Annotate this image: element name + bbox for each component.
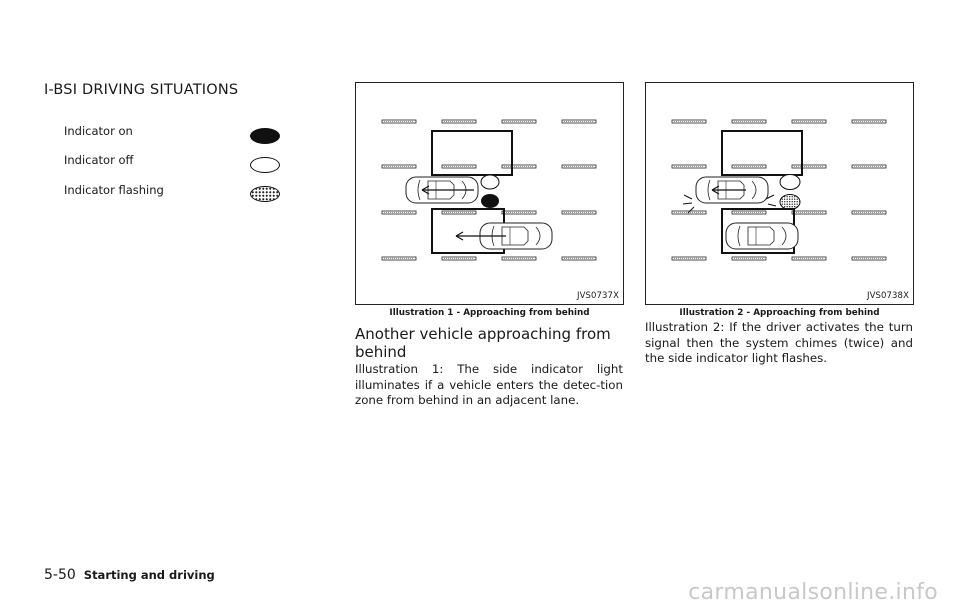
illustration-2-drawing xyxy=(671,119,887,261)
watermark: carmanualsonline.info xyxy=(688,580,938,605)
detection-zone-left xyxy=(431,130,513,176)
section-heading: I-BSI DRIVING SITUATIONS xyxy=(44,82,239,98)
indicator-on-icon xyxy=(250,128,280,144)
section-name: Starting and driving xyxy=(83,568,215,582)
turn-signal-rays xyxy=(682,194,777,214)
indicator-off-icon xyxy=(779,174,801,190)
paragraph-1: Illustration 1: The side indicator light… xyxy=(355,362,623,407)
indicator-flashing-icon xyxy=(779,194,801,210)
detection-zone-left xyxy=(721,130,803,176)
subheading: Another vehicle approaching from behind xyxy=(355,325,611,361)
legend-label-flashing: Indicator flashing xyxy=(64,183,164,197)
paragraph-2: Illustration 2: If the driver activates … xyxy=(645,320,913,365)
illustration-2: JVS0738X xyxy=(645,82,914,305)
approaching-vehicle xyxy=(725,222,799,250)
illustration-2-caption: Illustration 2 - Approaching from behind xyxy=(679,308,880,318)
illustration-1-caption: Illustration 1 - Approaching from behind xyxy=(389,308,590,318)
page-number: 5-50 xyxy=(44,567,76,583)
page-footer: 5-50 Starting and driving xyxy=(44,567,215,583)
illustration-1: JVS0737X xyxy=(355,82,624,305)
indicator-on-icon xyxy=(481,194,499,208)
legend-label-off: Indicator off xyxy=(64,153,134,167)
legend-label-on: Indicator on xyxy=(64,124,133,138)
indicator-off-icon xyxy=(250,157,280,173)
figure-code: JVS0737X xyxy=(577,291,619,301)
illustration-1-drawing xyxy=(381,119,597,261)
indicator-off-icon xyxy=(480,174,500,190)
indicator-flashing-icon xyxy=(250,186,280,202)
figure-code: JVS0738X xyxy=(867,291,909,301)
